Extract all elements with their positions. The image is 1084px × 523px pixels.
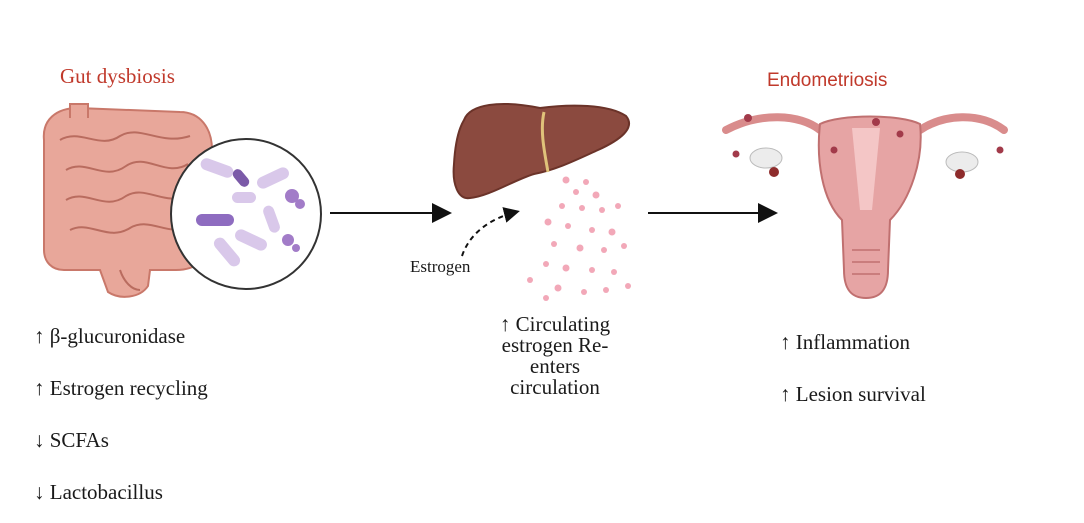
gut-effect-estrogen-recycling: ↑ Estrogen recycling xyxy=(34,376,208,400)
bacteria-magnified-icon xyxy=(170,138,322,290)
caption-line: ↑ Circulating xyxy=(499,312,611,336)
endometriosis-title: Endometriosis xyxy=(767,70,888,91)
gut-dysbiosis-title: Gut dysbiosis xyxy=(60,64,175,88)
gut-effect-scfas: ↓ SCFAs xyxy=(34,428,109,452)
circulating-estrogen-caption: ↑ Circulating estrogen Re- enters circul… xyxy=(450,314,660,398)
uterus-icon xyxy=(722,113,1008,300)
caption-line: circulation xyxy=(510,375,600,399)
liver-icon xyxy=(452,103,630,200)
estrogen-label: Estrogen xyxy=(410,257,471,276)
caption-line: estrogen Re- xyxy=(501,333,609,357)
endo-effect-inflammation: ↑ Inflammation xyxy=(780,330,911,354)
gut-effect-lactobacillus: ↓ Lactobacillus xyxy=(34,480,163,504)
estrogen-dashed-arrow xyxy=(461,207,520,257)
estrogen-droplets-icon xyxy=(527,176,631,301)
caption-line: enters xyxy=(529,354,581,378)
intestine-icon xyxy=(42,103,213,298)
endo-effects-list: ↑ Inflammation ↑ Lesion survival xyxy=(780,0,1080,523)
endo-effect-lesion-survival: ↑ Lesion survival xyxy=(780,382,926,406)
gut-effects-list: ↑ β-glucuronidase ↑ Estrogen recycling ↓… xyxy=(34,0,334,523)
gut-effect-beta-glucuronidase: ↑ β-glucuronidase xyxy=(34,324,186,348)
